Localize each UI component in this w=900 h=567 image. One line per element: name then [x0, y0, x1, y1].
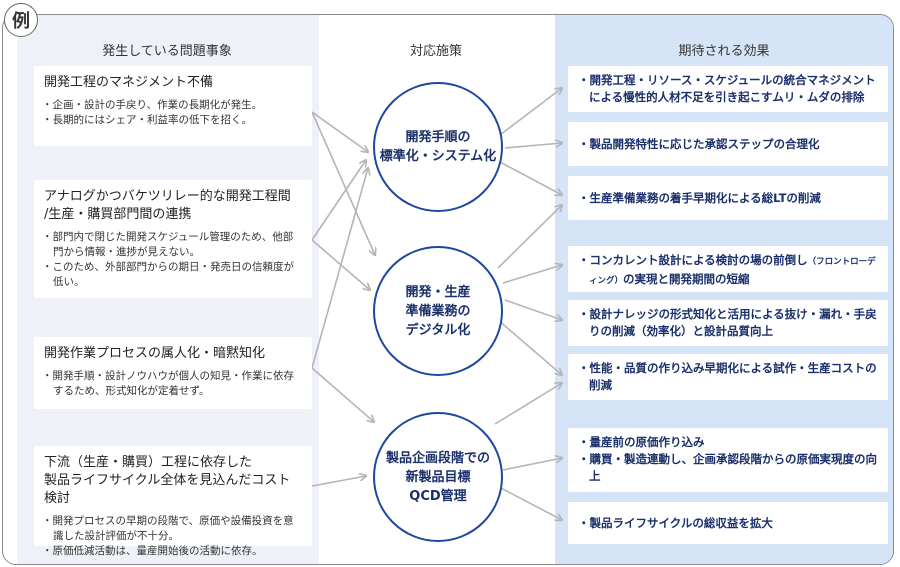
effect-box-3: 生産準備業務の着手早期化による総LTの削減: [568, 176, 888, 220]
effect-item-note: （フロントローディング）: [589, 257, 876, 286]
effect-item: コンカレント設計による検討の場の前倒し（フロントローディング）の実現と開発期間の…: [580, 252, 878, 290]
problem-item: このため、外部部門からの期日・発売日の信頼度が低い。: [44, 260, 302, 290]
arrow-p2-m1: [311, 160, 366, 241]
effects-header: 期待される効果: [678, 44, 770, 59]
effect-box-5: 設計ナレッジの形式知化と活用による抜け・漏れ・手戻りの削減（効率化）と設計品質向…: [568, 300, 888, 346]
arrow-p4-m3: [311, 476, 366, 487]
arrow-p3-m1: [311, 168, 368, 369]
problem-item: 開発プロセスの早期の段階で、原価や設備投資を意識した設計評価が不十分。: [44, 514, 302, 544]
measure-circle-3: 製品企画段階での 新製品目標 QCD管理: [373, 412, 503, 542]
effect-item: 生産準備業務の着手早期化による総LTの削減: [580, 190, 821, 207]
effect-item-text: コンカレント設計による検討の場の前倒し: [589, 253, 808, 267]
problem-item: 企画・設計の手戻り、作業の長期化が発生。: [44, 98, 302, 113]
effect-box-1: 開発工程・リソース・スケジュールの統合マネジメントによる慢性的人材不足を引き起こ…: [568, 66, 888, 112]
problem-box-1: 開発工程のマネジメント不備 企画・設計の手戻り、作業の長期化が発生。 長期的には…: [34, 66, 312, 146]
arrow-m3-e7: [502, 458, 562, 471]
arrow-p3-m3: [311, 367, 374, 422]
problem-box-3: 開発作業プロセスの属人化・暗黙知化 開発手順・設計ノウハウが個人の知見・作業に依…: [34, 337, 312, 409]
measure-circle-2: 開発・生産 準備業務の デジタル化: [373, 246, 503, 376]
problem-title: 開発工程のマネジメント不備: [44, 75, 214, 90]
arrow-m1-e3: [499, 161, 562, 195]
problem-box-2: アナログかつバケツリレー的な開発工程間 /生産・購買部門間の連携 部門内で閉じた…: [34, 180, 312, 298]
arrow-m2-e6: [497, 319, 562, 375]
problems-header: 発生している問題事象: [102, 44, 232, 59]
arrow-m3-e8: [496, 485, 562, 520]
effect-box-2: 製品開発特性に応じた承認ステップの合理化: [568, 122, 888, 166]
problem-item: 原価低減活動は、量産開始後の活動に依存。: [44, 544, 302, 559]
arrow-p1-m2: [311, 111, 375, 255]
arrow-p1-m1: [311, 111, 368, 152]
problem-title: 開発作業プロセスの属人化・暗黙知化: [44, 346, 266, 361]
effect-item: 購買・製造連動し、企画承認段階からの原価実現度の向上: [580, 451, 878, 485]
arrow-m1-e1: [499, 88, 562, 136]
effect-item: 設計ナレッジの形式知化と活用による抜け・漏れ・手戻りの削減（効率化）と設計品質向…: [580, 306, 878, 340]
measure-circle-1: 開発手順の 標準化・システム化: [373, 82, 503, 212]
effect-box-6: 性能・品質の作り込み早期化による試作・生産コストの削減: [568, 354, 888, 400]
effect-item: 量産前の原価作り込み: [580, 434, 878, 451]
problem-item: 部門内で閉じた開発スケジュール管理のため、他部門から情報・進捗が見えない。: [44, 230, 302, 260]
effect-box-4: コンカレント設計による検討の場の前倒し（フロントローディング）の実現と開発期間の…: [568, 246, 888, 292]
effect-item: 性能・品質の作り込み早期化による試作・生産コストの削減: [580, 360, 878, 394]
effect-item: 開発工程・リソース・スケジュールの統合マネジメントによる慢性的人材不足を引き起こ…: [580, 72, 878, 106]
example-badge: 例: [4, 3, 38, 37]
effect-item-text-cont: の実現と開発期間の短縮: [623, 272, 750, 286]
problem-item: 長期的にはシェア・利益率の低下を招く。: [44, 113, 302, 128]
problem-item: 開発手順・設計ノウハウが個人の知見・作業に依存するため、形式知化が定着せず。: [44, 369, 302, 399]
effect-item: 製品開発特性に応じた承認ステップの合理化: [580, 136, 820, 153]
problem-box-4: 下流（生産・購買）工程に依存した 製品ライフサイクル全体を見込んだコスト検討 開…: [34, 446, 312, 557]
measures-header: 対応施策: [409, 44, 462, 59]
effect-box-8: 製品ライフサイクルの総収益を拡大: [568, 502, 888, 544]
effect-item: 製品ライフサイクルの総収益を拡大: [580, 515, 773, 532]
problem-title: アナログかつバケツリレー的な開発工程間 /生産・購買部門間の連携: [44, 189, 291, 222]
arrow-m2-e4: [502, 265, 562, 284]
arrow-m2-e3: [497, 205, 562, 269]
arrow-m1-e2: [504, 143, 562, 149]
problem-title: 下流（生産・購買）工程に依存した 製品ライフサイクル全体を見込んだコスト検討: [44, 455, 291, 506]
arrow-m3-e6: [494, 383, 562, 425]
effect-box-7: 量産前の原価作り込み 購買・製造連動し、企画承認段階からの原価実現度の向上: [568, 428, 888, 492]
arrow-m2-e5: [504, 299, 562, 320]
